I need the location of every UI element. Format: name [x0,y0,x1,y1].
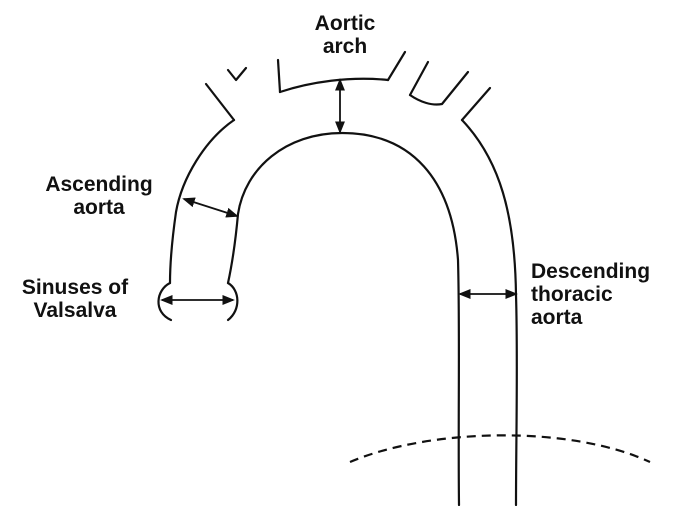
label-ascending-aorta: Ascending aorta [24,173,174,219]
sinus-of-valsalva-right-bulge [228,283,237,320]
label-descending-thoracic-aorta: Descending thoracic aorta [531,260,681,329]
branch-middle-wall [278,60,280,92]
branch-right-d [462,88,490,120]
label-sinuses-of-valsalva: Sinuses of Valsalva [2,276,148,322]
label-aortic-arch-line-2: arch [290,35,400,58]
branch-right-b [410,62,428,95]
label-descending-line-3: aorta [531,306,681,329]
label-sinuses-line-2: Valsalva [2,299,148,322]
descending-aorta-outer-wall [462,120,517,505]
label-descending-line-2: thoracic [531,283,681,306]
aortic-arch-inner-wall [228,133,459,505]
ascending-aorta-diameter-arrow [184,199,237,216]
label-ascending-aorta-line-2: aorta [24,196,174,219]
branch-left-stub [228,68,246,80]
aortic-arch-top-wall [280,79,388,92]
sinus-of-valsalva-left-bulge [158,283,171,320]
label-aortic-arch: Aortic arch [290,12,400,58]
branch-left-outer [206,84,234,120]
label-ascending-aorta-line-1: Ascending [24,173,174,196]
ascending-aorta-outer-wall [170,120,234,283]
label-aortic-arch-line-1: Aortic [290,12,400,35]
diaphragm-dashed-line [350,435,650,462]
label-descending-line-1: Descending [531,260,681,283]
label-sinuses-line-1: Sinuses of [2,276,148,299]
